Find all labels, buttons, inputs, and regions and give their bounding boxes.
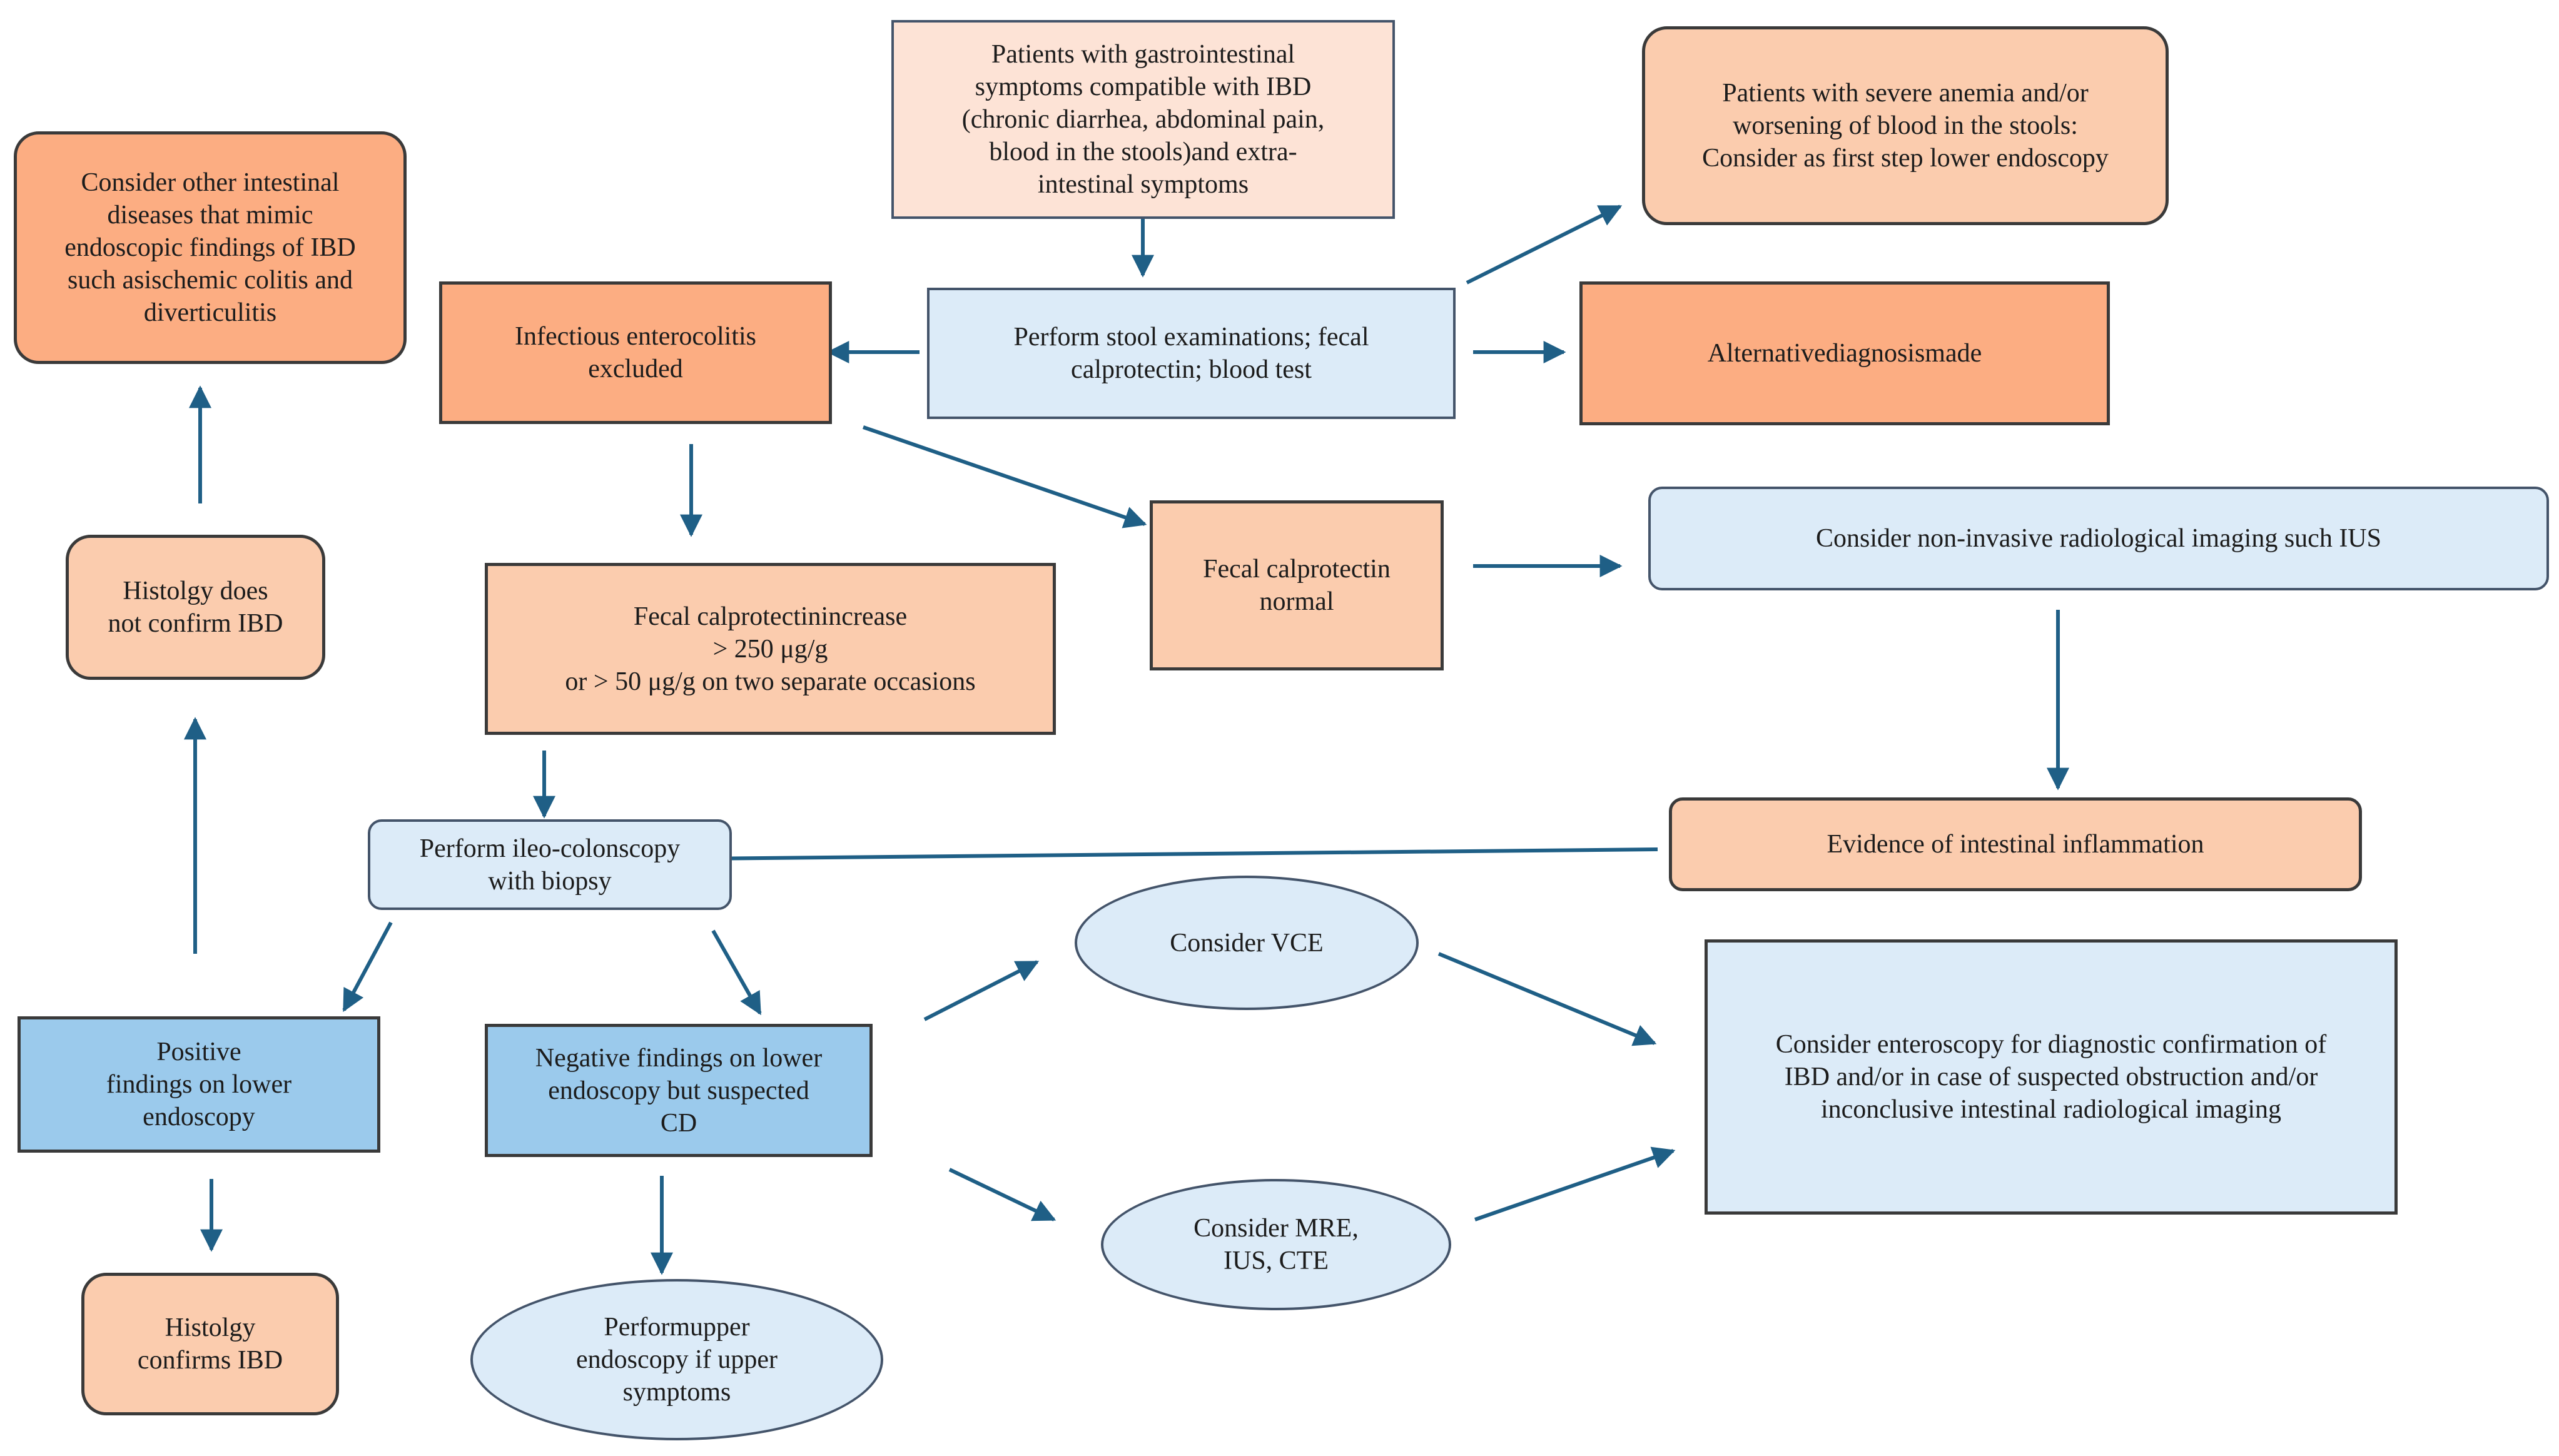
stool-exam-text-line: Perform stool examinations; fecal bbox=[1013, 323, 1369, 351]
infectious-excluded-text-line: excluded bbox=[588, 355, 683, 383]
severe-anemia-text-line: worsening of blood in the stools: bbox=[1733, 111, 2078, 140]
inflammation-node: Evidence of intestinal inflammation bbox=[1669, 797, 2362, 891]
arrow-infectious-to-fc-normal bbox=[863, 425, 1147, 528]
arrow-negative-to-mre bbox=[948, 1168, 1057, 1221]
arrow-ileocolonoscopy-to-positive bbox=[342, 921, 393, 1013]
positive-findings-node: Positive findings on lower endoscopy bbox=[18, 1016, 380, 1153]
fc-increase-text-line: > 250 μg/g bbox=[712, 634, 828, 664]
vce-node: Consider VCE bbox=[1075, 876, 1419, 1010]
enteroscopy-text-line: Consider enteroscopy for diagnostic conf… bbox=[1775, 1030, 2327, 1059]
arrow-mre-to-enteroscopy bbox=[1474, 1146, 1676, 1221]
histology-confirms-text-line: Histolgy bbox=[165, 1313, 256, 1342]
negative-findings-node: Negative findings on lower endoscopy but… bbox=[485, 1024, 873, 1157]
stool-exam-text-line: calprotectin; blood test bbox=[1071, 355, 1312, 384]
enteroscopy-text-line: IBD and/or in case of suspected obstruct… bbox=[1784, 1063, 2318, 1091]
fc-normal-text-line: Fecal calprotectin bbox=[1203, 555, 1391, 584]
histology-not-confirm-text-line: not confirm IBD bbox=[108, 609, 283, 638]
start-text-line: symptoms compatible with IBD bbox=[975, 73, 1312, 101]
severe-anemia-node: Patients with severe anemia and/or worse… bbox=[1642, 26, 2169, 225]
mre-node: Consider MRE, IUS, CTE bbox=[1101, 1179, 1451, 1310]
vce-text-line: Consider VCE bbox=[1170, 928, 1324, 958]
mre-text-line: IUS, CTE bbox=[1224, 1246, 1329, 1275]
other-diseases-text-line: endoscopic findings of IBD bbox=[64, 233, 356, 262]
infectious-excluded-text-line: Infectious enterocolitis bbox=[514, 322, 757, 351]
histology-not-confirm-text-line: Histolgy does bbox=[123, 577, 268, 605]
upper-endoscopy-text-line: endoscopy if upper bbox=[576, 1345, 778, 1374]
imaging-ius-text-line: Consider non-invasive radiological imagi… bbox=[1815, 524, 2381, 553]
fc-increase-node: Fecal calprotectinincrease > 250 μg/g or… bbox=[485, 563, 1056, 735]
arrow-stool-to-severe-anemia bbox=[1466, 205, 1623, 285]
fc-normal-text-line: normal bbox=[1259, 587, 1334, 616]
enteroscopy-node: Consider enteroscopy for diagnostic conf… bbox=[1705, 939, 2398, 1215]
start-text-line: blood in the stools)and extra- bbox=[989, 138, 1297, 166]
negative-findings-text-line: Negative findings on lower bbox=[535, 1043, 823, 1073]
start-text-line: (chronic diarrhea, abdominal pain, bbox=[961, 105, 1325, 134]
other-diseases-text-line: Consider other intestinal bbox=[81, 168, 340, 197]
arrow-ileocolonoscopy-to-negative bbox=[711, 929, 762, 1016]
histology-confirms-text-line: confirms IBD bbox=[137, 1346, 283, 1375]
upper-endoscopy-text-line: Performupper bbox=[604, 1313, 750, 1342]
ileocolonoscopy-text-line: Perform ileo-colonscopy bbox=[419, 834, 681, 863]
other-diseases-text-line: such asischemic colitis and bbox=[67, 266, 353, 295]
arrow-negative-to-vce bbox=[923, 960, 1040, 1021]
other-diseases-text-line: diseases that mimic bbox=[107, 201, 313, 230]
ileocolonoscopy-text-line: with biopsy bbox=[488, 866, 612, 896]
mre-text-line: Consider MRE, bbox=[1193, 1214, 1359, 1243]
imaging-ius-node: Consider non-invasive radiological imagi… bbox=[1648, 487, 2549, 590]
start-text-line: Patients with gastrointestinal bbox=[991, 40, 1295, 69]
enteroscopy-text-line: inconclusive intestinal radiological ima… bbox=[1821, 1095, 2281, 1124]
positive-findings-text-line: endoscopy bbox=[143, 1103, 255, 1131]
ileocolonoscopy-node: Perform ileo-colonscopy with biopsy bbox=[368, 819, 732, 910]
other-diseases-text-line: diverticulitis bbox=[143, 298, 277, 327]
severe-anemia-text-line: Consider as first step lower endoscopy bbox=[1702, 144, 2109, 173]
arrow-vce-to-enteroscopy bbox=[1437, 952, 1657, 1046]
positive-findings-text-line: findings on lower bbox=[106, 1070, 292, 1099]
infectious-excluded-node: Infectious enterocolitis excluded bbox=[439, 281, 832, 424]
fc-increase-text-line: or > 50 μg/g on two separate occasions bbox=[565, 667, 976, 696]
start-node: Patients with gastrointestinal symptoms … bbox=[891, 20, 1395, 219]
alt-diagnosis-node: Alternativediagnosismade bbox=[1579, 281, 2110, 425]
upper-endoscopy-node: Performupper endoscopy if upper symptoms bbox=[470, 1279, 883, 1440]
severe-anemia-text-line: Patients with severe anemia and/or bbox=[1722, 79, 2089, 108]
negative-findings-text-line: CD bbox=[660, 1108, 697, 1138]
fc-increase-text-line: Fecal calprotectinincrease bbox=[633, 602, 908, 631]
fc-normal-node: Fecal calprotectin normal bbox=[1150, 500, 1444, 670]
histology-confirms-node: Histolgy confirms IBD bbox=[81, 1273, 339, 1415]
upper-endoscopy-text-line: symptoms bbox=[622, 1378, 731, 1407]
stool-exam-node: Perform stool examinations; fecal calpro… bbox=[927, 288, 1456, 419]
alt-diagnosis-text-line: Alternativediagnosismade bbox=[1707, 339, 1982, 368]
start-text-line: intestinal symptoms bbox=[1037, 170, 1249, 199]
arrow-inflammation-to-ileocolonoscopy bbox=[698, 847, 1658, 870]
other-diseases-node: Consider other intestinal diseases that … bbox=[14, 131, 407, 364]
positive-findings-text-line: Positive bbox=[156, 1038, 241, 1066]
histology-not-confirm-node: Histolgy does not confirm IBD bbox=[66, 535, 325, 680]
inflammation-text-line: Evidence of intestinal inflammation bbox=[1827, 830, 2204, 859]
negative-findings-text-line: endoscopy but suspected bbox=[548, 1076, 809, 1105]
